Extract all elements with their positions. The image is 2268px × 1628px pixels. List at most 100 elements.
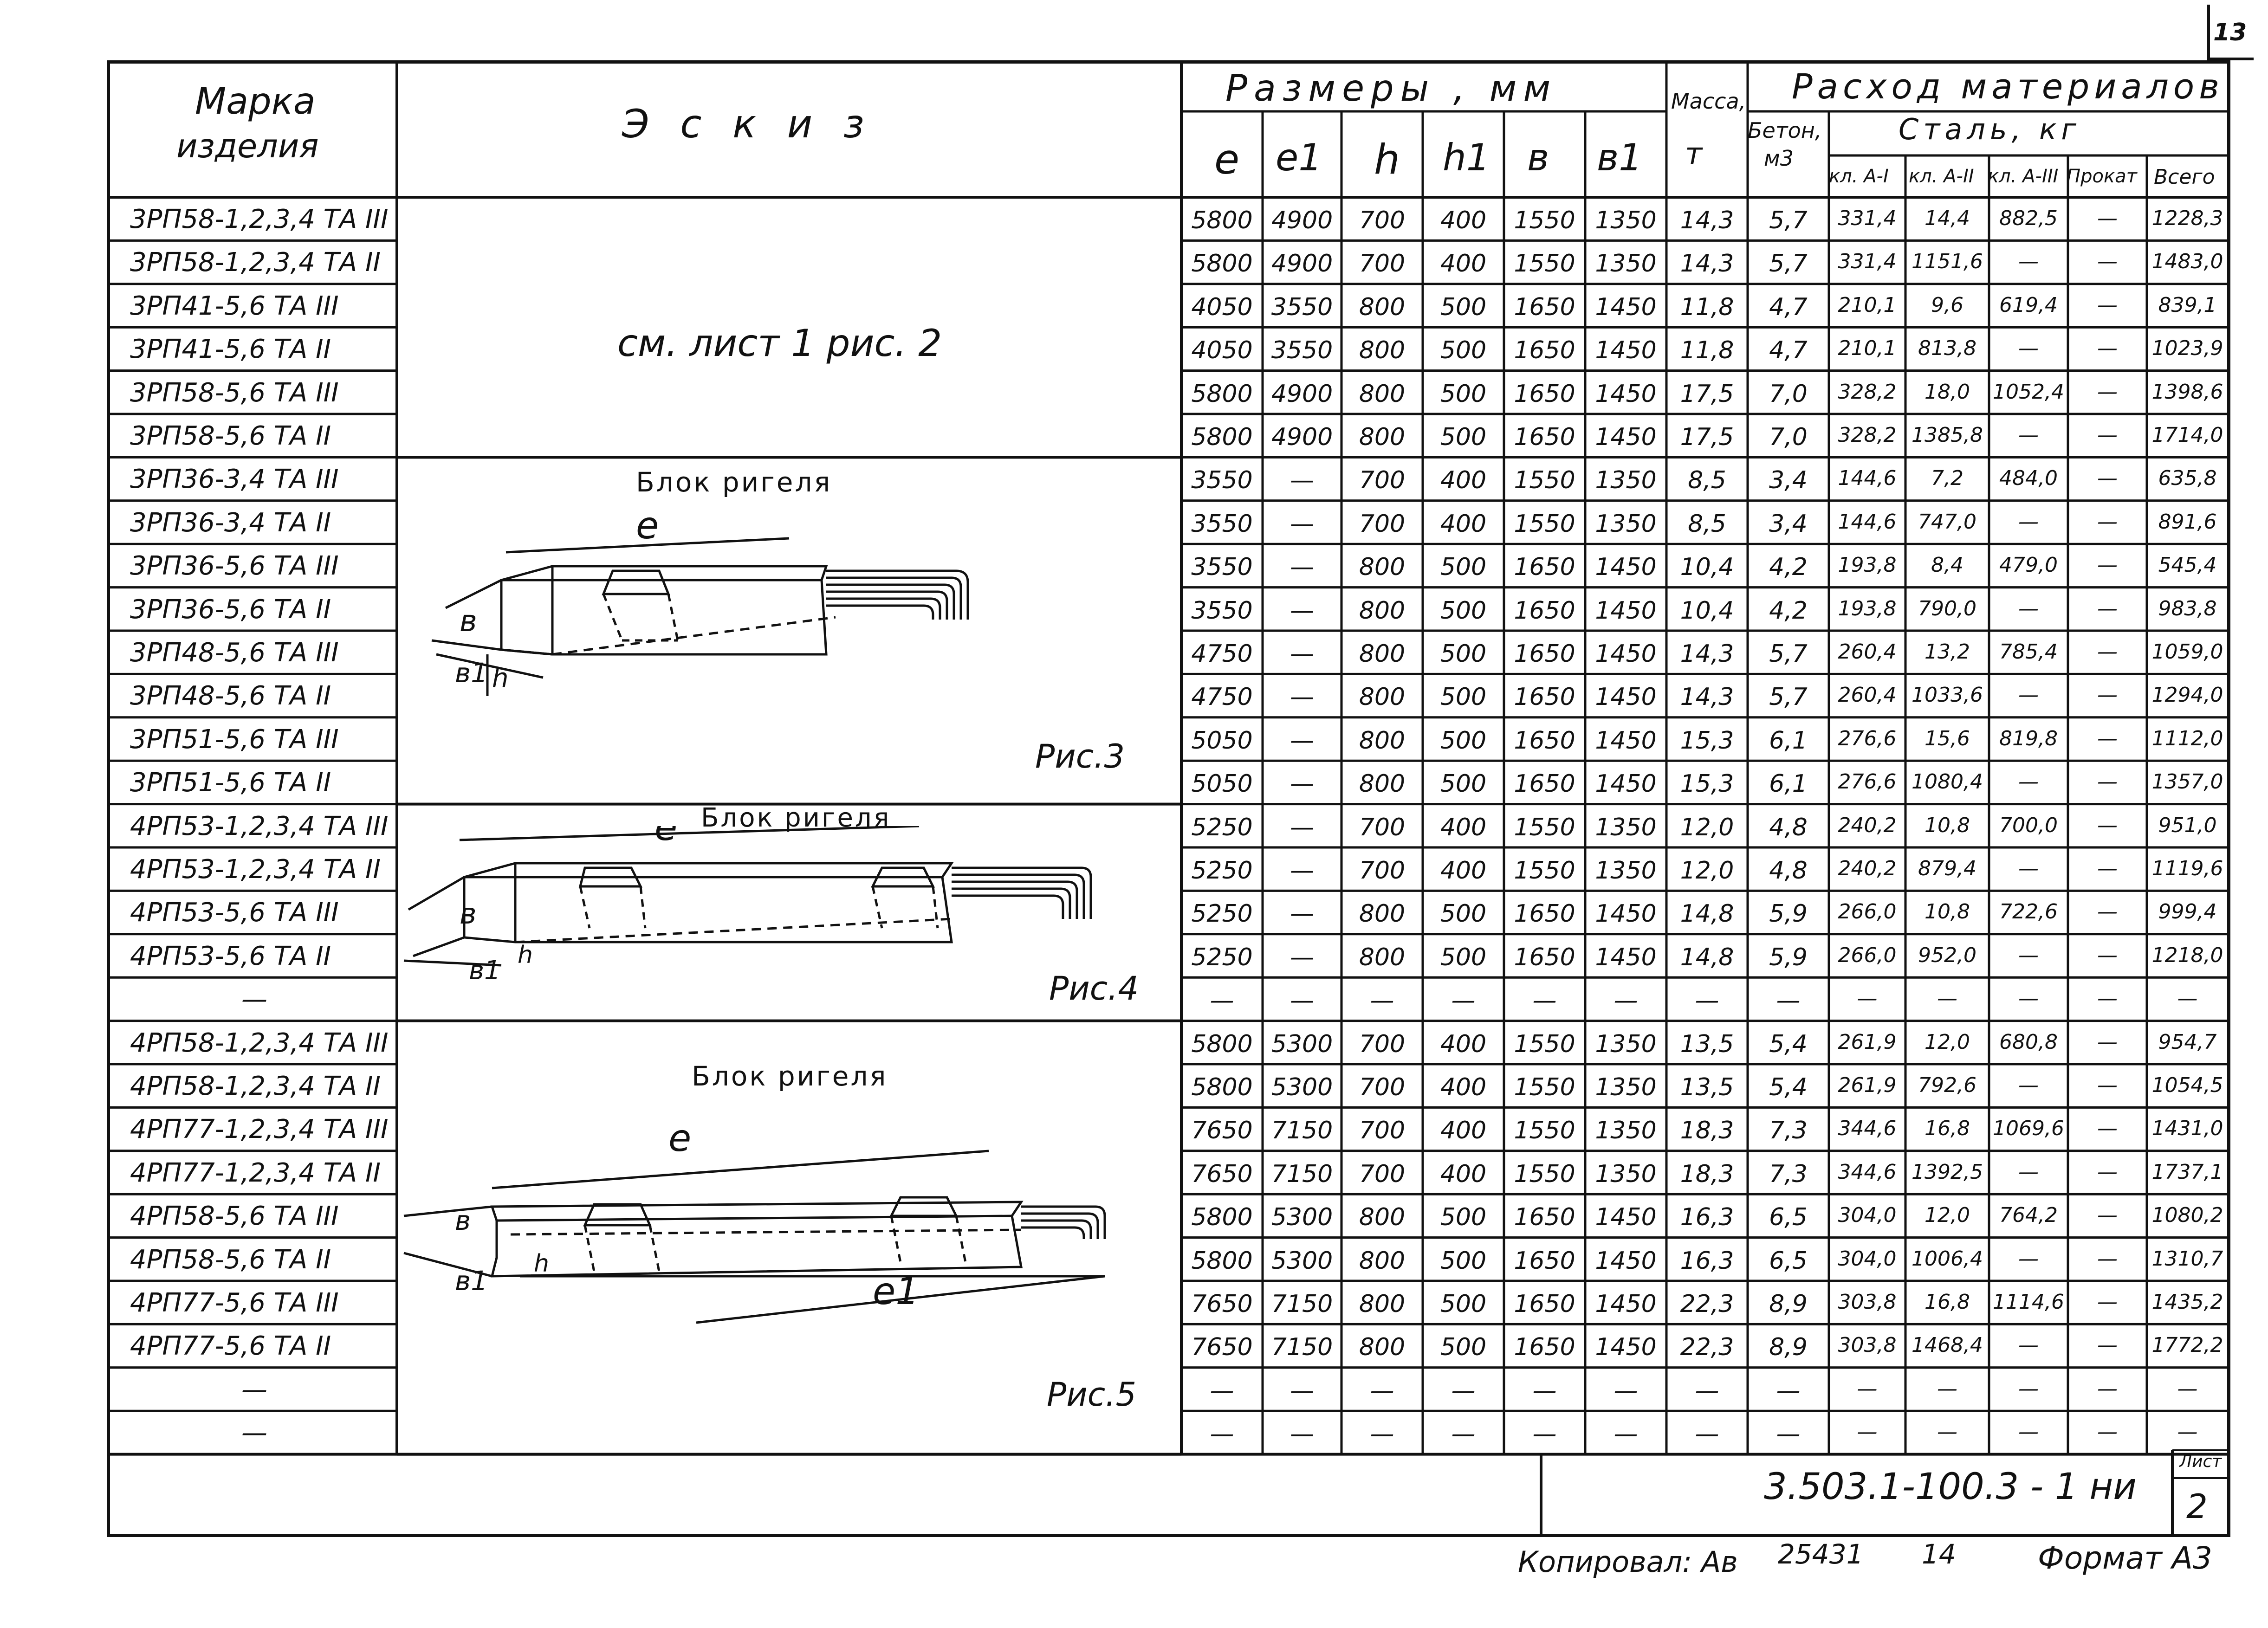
table-cell: 18,3 bbox=[1680, 1117, 1734, 1145]
fig3-title: Блок ригеля bbox=[636, 466, 832, 498]
table-cell: 17,5 bbox=[1680, 423, 1734, 451]
table-cell: 144,6 bbox=[1838, 510, 1897, 534]
table-cell: — bbox=[2097, 987, 2118, 1011]
fig4-dim-e: e bbox=[654, 826, 677, 849]
table-cell: 1350 bbox=[1595, 1030, 1657, 1058]
table-cell: — bbox=[2097, 553, 2118, 577]
table-cell: 1450 bbox=[1595, 596, 1657, 625]
fig3-dim-b: в bbox=[460, 604, 477, 639]
table-cell: 500 bbox=[1440, 683, 1487, 711]
table-row-mark: 3РП58-5,6 ТА III bbox=[130, 377, 339, 408]
table-cell: 800 bbox=[1359, 726, 1406, 755]
table-cell: 954,7 bbox=[2158, 1030, 2217, 1054]
table-cell: 7,0 bbox=[1769, 423, 1808, 451]
fig3-drawing: e в в1 h bbox=[431, 504, 969, 696]
table-cell: 5250 bbox=[1191, 813, 1253, 841]
table-cell: 11,8 bbox=[1680, 293, 1734, 321]
header-mark-line2: изделия bbox=[176, 127, 319, 165]
table-cell: — bbox=[1532, 1376, 1557, 1405]
table-cell: 8,4 bbox=[1931, 553, 1963, 577]
table-cell: 7650 bbox=[1191, 1117, 1253, 1145]
header-col-h: h bbox=[1374, 136, 1400, 183]
table-cell: 1737,1 bbox=[2151, 1160, 2223, 1184]
table-cell: 210,1 bbox=[1838, 293, 1897, 317]
table-cell: 1059,0 bbox=[2151, 640, 2223, 664]
table-cell: — bbox=[1210, 1420, 1234, 1448]
table-cell: 1772,2 bbox=[2151, 1333, 2223, 1357]
table-cell: 5,7 bbox=[1769, 640, 1808, 668]
table-cell: 276,6 bbox=[1838, 770, 1897, 794]
table-cell: — bbox=[2097, 900, 2118, 924]
table-cell: 891,6 bbox=[2158, 510, 2217, 534]
table-cell: 5300 bbox=[1271, 1073, 1333, 1101]
table-cell: 764,2 bbox=[1999, 1203, 2058, 1227]
table-cell: 1450 bbox=[1595, 380, 1657, 408]
table-row-mark: 4РП58-5,6 ТА III bbox=[130, 1201, 339, 1232]
table-cell: — bbox=[1290, 857, 1314, 885]
table-cell: 1650 bbox=[1514, 943, 1575, 971]
table-cell: 240,2 bbox=[1838, 813, 1897, 837]
header-steel-rolled: Прокат bbox=[2067, 166, 2137, 187]
table-cell: 700 bbox=[1359, 1073, 1406, 1101]
table-cell: 4750 bbox=[1191, 683, 1253, 711]
table-cell: 1450 bbox=[1595, 423, 1657, 451]
table-cell: 18,0 bbox=[1925, 380, 1970, 404]
table-row-mark: 4РП77-5,6 ТА III bbox=[130, 1288, 339, 1318]
table-cell: 1385,8 bbox=[1912, 423, 1983, 447]
table-cell: 7150 bbox=[1271, 1160, 1333, 1188]
table-cell: — bbox=[2097, 336, 2118, 361]
table-cell: 400 bbox=[1440, 510, 1487, 538]
table-cell: 1450 bbox=[1595, 726, 1657, 755]
table-cell: 14,8 bbox=[1680, 943, 1734, 971]
table-cell: 680,8 bbox=[1999, 1030, 2058, 1054]
table-cell: — bbox=[2097, 857, 2118, 880]
table-cell: 5,7 bbox=[1769, 250, 1808, 278]
table-cell: 500 bbox=[1440, 770, 1487, 798]
table-cell: 5,4 bbox=[1769, 1073, 1808, 1101]
table-row-mark: 4РП58-5,6 ТА II bbox=[130, 1244, 331, 1275]
table-cell: 6,1 bbox=[1769, 770, 1808, 798]
table-cell: 4900 bbox=[1271, 380, 1333, 408]
table-cell: 1450 bbox=[1595, 683, 1657, 711]
fig5-dim-b1: в1 bbox=[455, 1265, 488, 1297]
header-dimensions: Размеры , мм bbox=[1225, 68, 1557, 110]
table-cell: 500 bbox=[1440, 596, 1487, 625]
table-cell: — bbox=[1210, 987, 1234, 1015]
table-row-mark: 3РП58-1,2,3,4 ТА II bbox=[130, 247, 381, 278]
table-cell: 800 bbox=[1359, 770, 1406, 798]
table-cell: — bbox=[1776, 1376, 1801, 1405]
table-cell: 952,0 bbox=[1918, 943, 1976, 967]
figure-reference: см. лист 1 рис. 2 bbox=[617, 322, 942, 365]
header-consumption: Расход материалов bbox=[1792, 67, 2224, 107]
table-cell: 16,8 bbox=[1925, 1117, 1970, 1141]
table-cell: 12,0 bbox=[1680, 857, 1734, 885]
table-cell: 1550 bbox=[1514, 857, 1575, 885]
table-cell: 545,4 bbox=[2158, 553, 2217, 577]
table-cell: 5800 bbox=[1191, 1203, 1253, 1232]
table-row-mark: 4РП53-1,2,3,4 ТА III bbox=[130, 811, 389, 841]
table-cell: 1080,4 bbox=[1912, 770, 1983, 794]
table-cell: 193,8 bbox=[1838, 596, 1897, 620]
table-cell: 4,7 bbox=[1769, 293, 1808, 321]
header-steel-a1: кл. А-I bbox=[1829, 166, 1889, 187]
table-cell: 18,3 bbox=[1680, 1160, 1734, 1188]
table-cell: 1714,0 bbox=[2151, 423, 2223, 447]
table-cell: 747,0 bbox=[1918, 510, 1976, 534]
table-cell: 3,4 bbox=[1769, 510, 1808, 538]
table-cell: 3550 bbox=[1191, 553, 1253, 581]
table-cell: 1650 bbox=[1514, 596, 1575, 625]
table-cell: — bbox=[2018, 596, 2039, 620]
table-cell: 193,8 bbox=[1838, 553, 1897, 577]
table-cell: 7,2 bbox=[1931, 466, 1963, 491]
table-cell: 15,3 bbox=[1680, 726, 1734, 755]
table-cell: — bbox=[1370, 1376, 1394, 1405]
table-cell: 4900 bbox=[1271, 250, 1333, 278]
table-cell: — bbox=[1290, 943, 1314, 971]
table-cell: 328,2 bbox=[1838, 423, 1897, 447]
table-cell: 400 bbox=[1440, 250, 1487, 278]
table-cell: 5050 bbox=[1191, 726, 1253, 755]
table-cell: 266,0 bbox=[1838, 900, 1897, 924]
table-cell: — bbox=[1857, 1376, 1878, 1401]
table-cell: 800 bbox=[1359, 336, 1406, 365]
